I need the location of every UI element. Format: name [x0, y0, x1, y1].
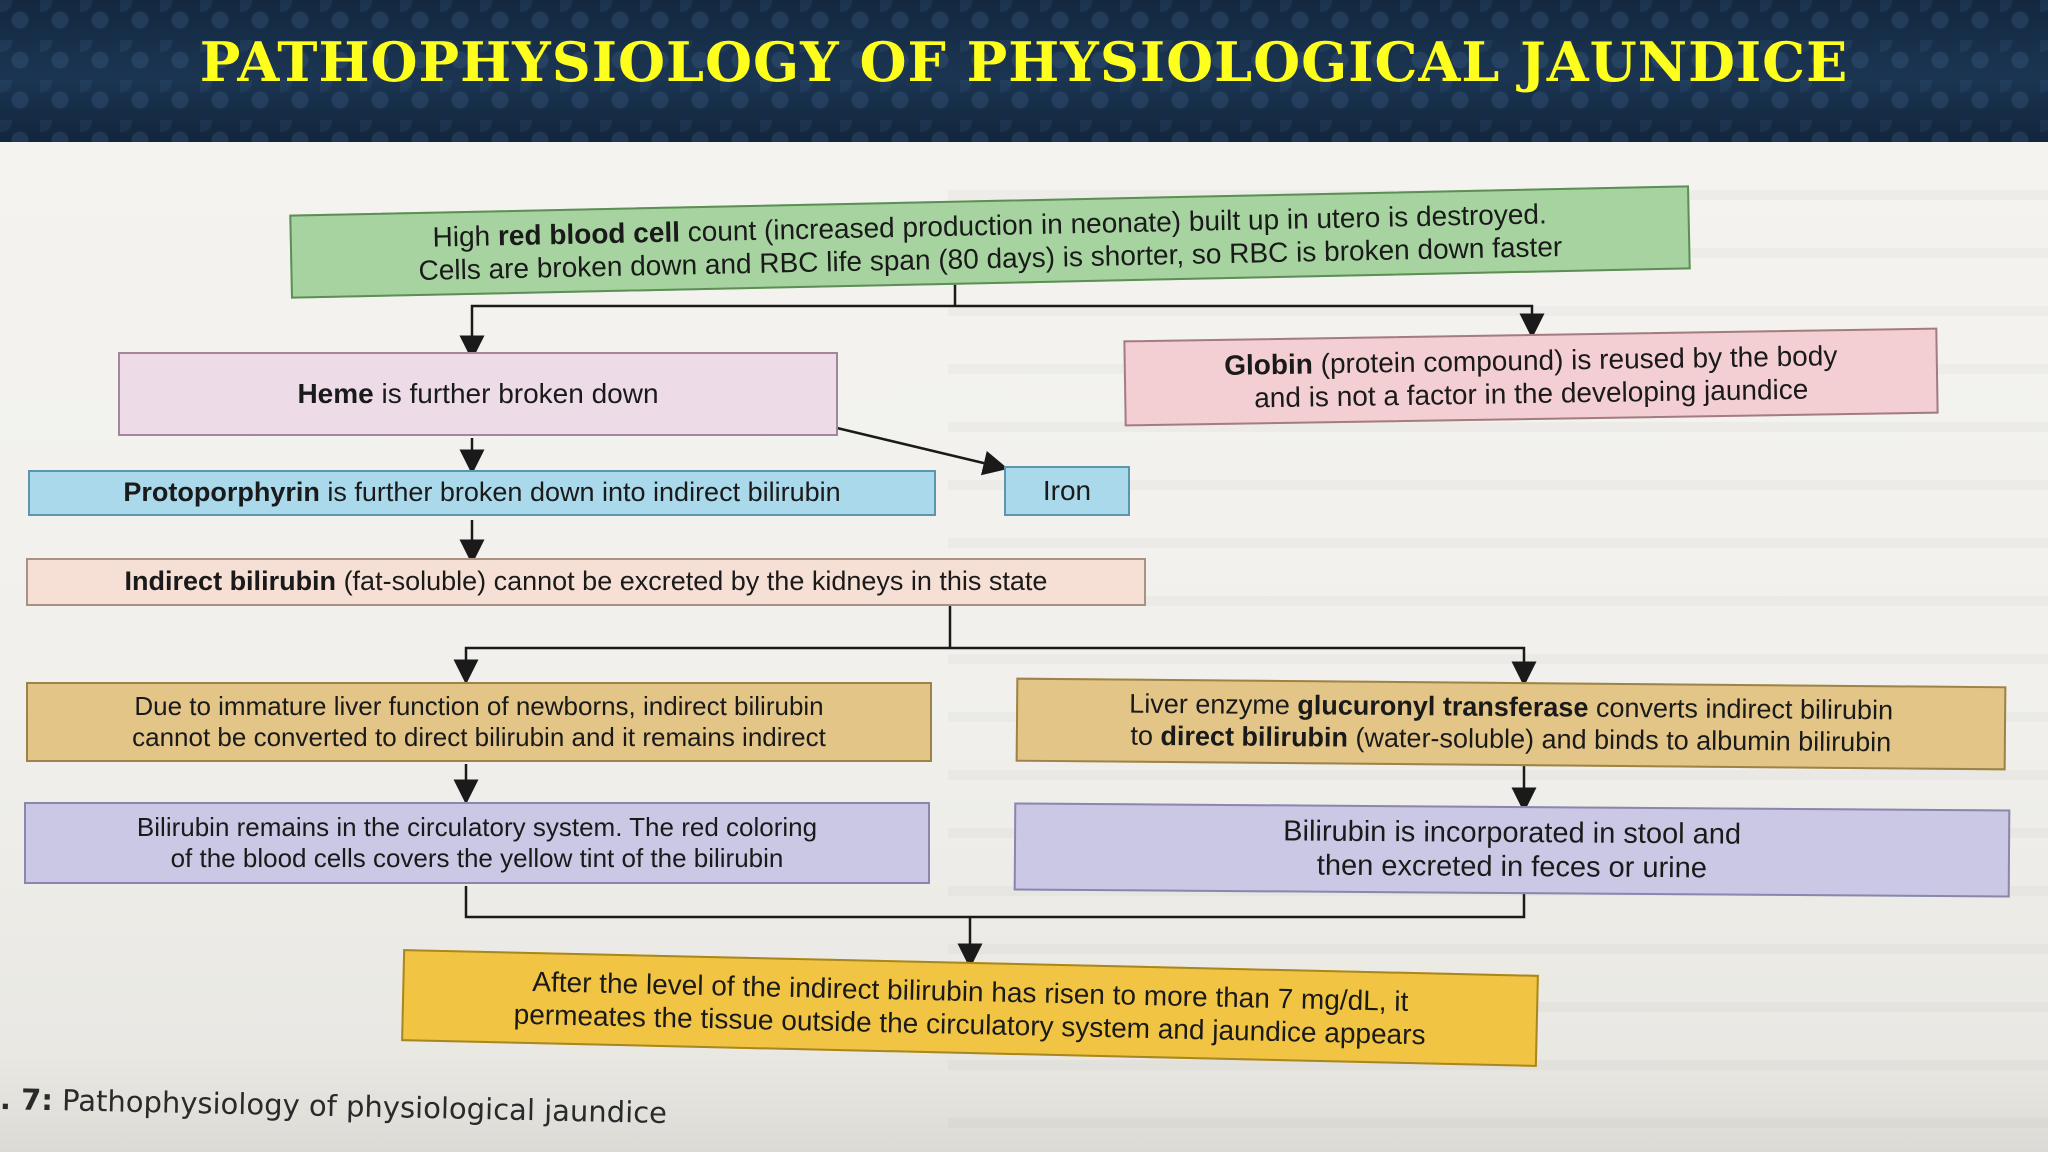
protoporphyrin-bold: Protoporphyrin — [123, 477, 320, 508]
rbc-bold: red blood cell — [497, 216, 681, 252]
arrow-heme-to-iron — [836, 426, 1009, 476]
enzyme-post: converts indirect bilirubin — [1588, 692, 1894, 726]
bilirubin-remains-box: Bilirubin remains in the circulatory sys… — [24, 802, 930, 884]
enzyme-pre: Liver enzyme — [1129, 688, 1298, 721]
arrow-to-immature — [453, 646, 950, 685]
indirect-rest: (fat-soluble) cannot be excreted by the … — [336, 566, 1048, 597]
immature-line2: cannot be converted to direct bilirubin … — [132, 722, 826, 752]
remains-line2: of the blood cells covers the yellow tin… — [170, 843, 784, 873]
iron-box: Iron — [1004, 466, 1130, 516]
stool-line1: Bilirubin is incorporated in stool and — [1283, 815, 1742, 851]
indirect-bilirubin-box: Indirect bilirubin (fat-soluble) cannot … — [26, 558, 1146, 606]
caption-number: . 7: — [0, 1082, 54, 1118]
immature-line1: Due to immature liver function of newbor… — [134, 691, 824, 722]
iron-label: Iron — [1042, 475, 1092, 507]
remains-line1: Bilirubin remains in the circulatory sys… — [136, 812, 818, 843]
stool-excretion-box: Bilirubin is incorporated in stool and t… — [1013, 802, 2011, 898]
heme-bold: Heme — [297, 378, 374, 410]
textbook-photo: High red blood cell count (increased pro… — [0, 142, 2048, 1152]
globin-bold: Globin — [1223, 348, 1314, 381]
globin-line2: and is not a factor in the developing ja… — [1253, 373, 1809, 414]
arrow-to-heme — [459, 304, 955, 361]
globin-box: Globin (protein compound) is reused by t… — [1123, 327, 1939, 427]
arrow-to-enzyme — [950, 646, 1537, 687]
enzyme-line2-pre: to — [1130, 720, 1161, 751]
immature-liver-box: Due to immature liver function of newbor… — [26, 682, 932, 762]
heme-box: Heme is further broken down — [118, 352, 838, 436]
arrow-to-globin — [955, 304, 1545, 339]
protoporphyrin-box: Protoporphyrin is further broken down in… — [28, 470, 936, 516]
flow-arrows — [453, 268, 1545, 969]
arrow-merge-right — [970, 894, 1526, 919]
heme-rest: is further broken down — [373, 378, 659, 410]
enzyme-line2-bold: direct bilirubin — [1160, 720, 1349, 753]
enzyme-bold: glucuronyl transferase — [1297, 690, 1589, 723]
enzyme-line2-post: (water-soluble) and binds to albumin bil… — [1347, 722, 1892, 758]
glucuronyl-transferase-box: Liver enzyme glucuronyl transferase conv… — [1015, 677, 2007, 771]
slide-title: PATHOPHYSIOLOGY OF PHYSIOLOGICAL JAUNDIC… — [199, 30, 1849, 94]
rbc-pre: High — [432, 220, 499, 253]
indirect-bold: Indirect bilirubin — [124, 566, 337, 597]
stool-line2: then excreted in feces or urine — [1316, 849, 1708, 885]
arrow-merge-left — [464, 886, 970, 919]
title-banner: PATHOPHYSIOLOGY OF PHYSIOLOGICAL JAUNDIC… — [0, 0, 2048, 142]
protoporphyrin-rest: is further broken down into indirect bil… — [319, 477, 841, 508]
